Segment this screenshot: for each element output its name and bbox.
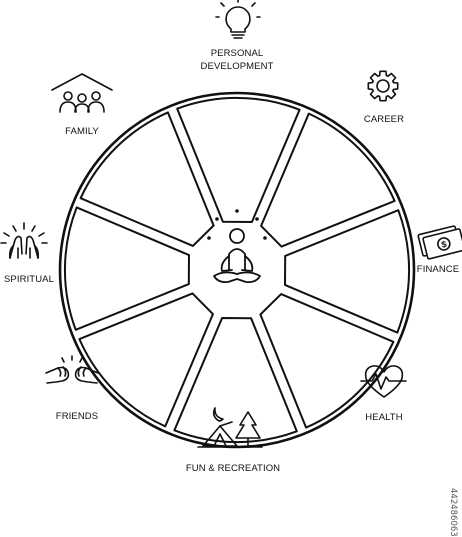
stock-watermark: 442486063 [0,488,462,537]
gear-icon [367,70,399,102]
meditating-person-icon [213,228,261,284]
segment-labels: PERSONAL DEVELOPMENT CAREER FINANCE HEAL… [4,48,459,474]
label-health: HEALTH [365,412,402,423]
family-house-icon [51,73,113,113]
fist-bump-icon [45,355,99,384]
svg-text:$: $ [440,239,447,250]
tent-camping-icon [197,407,263,448]
label-family: FAMILY [65,126,99,137]
stock-id: 442486063 [448,488,458,537]
wheel-outer-ring [58,91,416,449]
segment-finance [284,209,411,334]
segment-spiritual [63,206,190,331]
label-career: CAREER [364,114,404,125]
diagram-canvas: $ [0,0,462,474]
label-personal-development-line-2: DEVELOPMENT [201,61,274,72]
lightbulb-icon [215,0,261,39]
segment-friends [78,292,214,428]
label-friends: FRIENDS [56,411,98,422]
banknotes-icon: $ [417,225,462,260]
praying-hands-icon [0,222,48,259]
segment-personal-development [176,96,301,223]
wheel-segments [63,96,411,444]
segment-family [79,111,215,247]
segment-health [259,293,395,429]
aura-dots [207,209,267,240]
label-spiritual: SPIRITUAL [4,274,54,285]
label-finance: FINANCE [417,264,459,275]
segment-fun-recreation [173,317,298,444]
label-personal-development-line-1: PERSONAL [211,48,264,59]
label-fun-recreation: FUN & RECREATION [186,463,280,474]
heartbeat-icon [360,365,407,398]
segment-career [260,112,396,248]
